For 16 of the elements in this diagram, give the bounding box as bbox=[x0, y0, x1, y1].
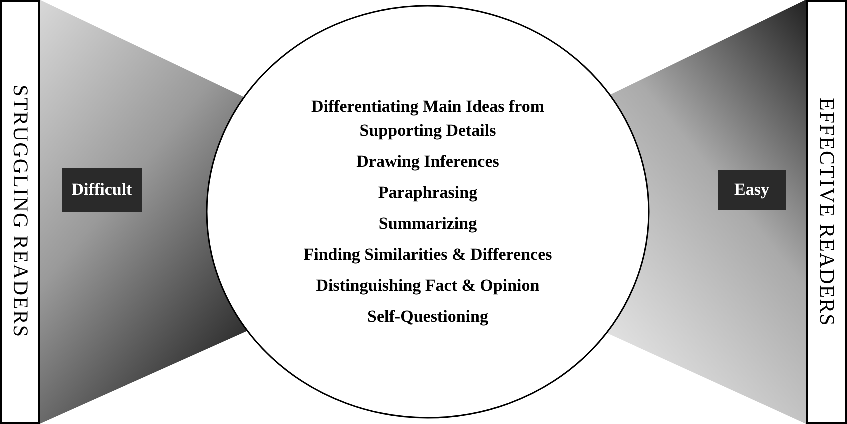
skill-text: Finding Similarities & Differences bbox=[304, 244, 552, 266]
skill-text: Self-Questioning bbox=[368, 306, 488, 328]
box-label: Difficult bbox=[72, 179, 132, 202]
panel-title: EFFECTIVE READERS bbox=[814, 98, 840, 326]
panel-title: STRUGGLING READERS bbox=[8, 85, 34, 339]
label-box bbox=[62, 168, 142, 212]
skill-text: Drawing Inferences bbox=[356, 151, 500, 173]
ellipse bbox=[205, 4, 651, 420]
box-label: Easy bbox=[734, 179, 770, 202]
skill-text: Paraphrasing bbox=[378, 182, 478, 204]
side-panel bbox=[806, 0, 847, 424]
skill-text: Summarizing bbox=[378, 213, 478, 235]
side-panel bbox=[0, 0, 40, 424]
skill-text: Distinguishing Fact & Opinion bbox=[316, 275, 540, 297]
skill-text: Differentiating Main Ideas from Supporting Details bbox=[310, 96, 546, 142]
label-box bbox=[718, 170, 786, 210]
